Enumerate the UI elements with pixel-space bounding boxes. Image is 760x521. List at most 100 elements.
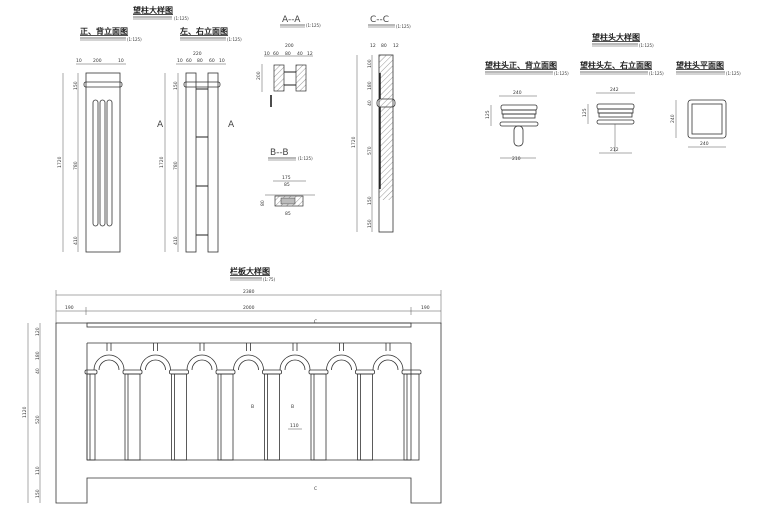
cap-plan-scale: (1:125)	[726, 71, 741, 76]
baluster-capital	[215, 369, 236, 375]
section-a-title: A--A	[282, 15, 301, 25]
section-mark-a-left: A	[157, 120, 164, 130]
dim-label: 10	[118, 58, 124, 64]
dim-label: 1720	[57, 156, 63, 168]
dim-label: 80	[260, 200, 266, 206]
cap-front-title: 望柱头正、背立面图	[485, 60, 557, 70]
section-a-a: A--A (1:125) 200 10 60 80 40 12 200	[256, 15, 321, 107]
dim-label: 200	[256, 71, 262, 80]
dim-label: 100	[367, 59, 373, 68]
dim-label: 570	[367, 146, 373, 155]
dim-label: 200	[93, 58, 102, 64]
column-front-elevation: 10 200 10 1720 150 780 410	[57, 58, 126, 253]
cap-plan: 240 240	[670, 99, 727, 148]
section-c-c: C--C (1:125) 12 80 12 1720 100 180 40 57…	[351, 15, 411, 233]
dim-left: 190	[65, 305, 74, 311]
dim-label: 12	[307, 51, 313, 57]
arch-inner	[145, 359, 166, 371]
section-b-scale: (1:125)	[298, 156, 313, 161]
column-detail-scale: (1:125)	[174, 16, 189, 21]
side-view-title: 左、右立面图	[179, 26, 228, 36]
dim-total: 2380	[243, 289, 255, 295]
section-mark-b-right: B	[291, 404, 294, 410]
arch-outer	[279, 354, 311, 371]
dim-label: 60	[186, 58, 192, 64]
arch-outer	[233, 354, 264, 371]
cap-detail: 望柱头大样图 (1:125) 望柱头正、背立面图 (1:125) 望柱头左、右立…	[485, 32, 741, 162]
baluster	[264, 373, 280, 461]
dim-label: 40	[367, 100, 373, 106]
section-c-title: C--C	[370, 15, 389, 25]
dim-label: 60	[273, 51, 279, 57]
dim-label: 150	[73, 81, 79, 90]
section-b-b: B--B (1:125) 175 85 80 85	[260, 148, 315, 217]
baluster-capital	[355, 369, 375, 375]
dim-label: 12	[370, 43, 376, 49]
dim-label: 40	[35, 368, 41, 374]
dim-height-total: 1120	[22, 406, 28, 418]
dim-label: 85	[285, 211, 291, 217]
dim-label: 410	[173, 236, 179, 245]
baluster	[86, 373, 96, 461]
arch-inner	[284, 359, 306, 371]
baluster	[357, 373, 373, 461]
dim-label: 220	[193, 51, 202, 57]
dim-label: 200	[285, 43, 294, 49]
column-detail-title-block: 望柱大样图 (1:125) 正、背立面图 (1:125) 左、右立面图 (1:1…	[80, 5, 242, 42]
dim-label: 12	[393, 43, 399, 49]
column-side-elevation: 220 10 60 80 60 10 1720 150 780 410 A A	[157, 51, 235, 253]
dim-label: 80	[381, 43, 387, 49]
cap-side-title: 望柱头左、右立面图	[580, 60, 652, 70]
dim-label: 10	[219, 58, 225, 64]
section-mark-c-bottom: C	[314, 486, 317, 492]
panel-detail: 栏板大样图 (1:75) 2380 190 2000 190 C C B B 1…	[22, 266, 442, 504]
section-a-scale: (1:125)	[306, 23, 321, 28]
arch-inner	[331, 359, 352, 371]
arch-outer	[372, 354, 404, 371]
dim-label: 10	[264, 51, 270, 57]
section-c-scale: (1:125)	[396, 24, 411, 29]
arch-outer	[326, 354, 357, 371]
panel-detail-title: 栏板大样图	[230, 266, 270, 276]
dim-label: 120	[35, 327, 41, 336]
dim-baluster-gap: 110	[290, 423, 299, 429]
section-b-title: B--B	[270, 148, 289, 158]
arch-outer	[93, 354, 125, 371]
dim-label: 780	[173, 161, 179, 170]
baluster	[124, 373, 141, 461]
baluster-capital	[262, 369, 282, 375]
arch-outer	[140, 354, 171, 371]
dim-label: 10	[76, 58, 82, 64]
dim-label: 150	[367, 196, 373, 205]
section-mark-a-right: A	[228, 120, 235, 130]
dim-label: 125	[582, 108, 588, 117]
front-view-scale: (1:125)	[127, 37, 142, 42]
side-view-scale: (1:125)	[227, 37, 242, 42]
dim-label: 85	[284, 182, 290, 188]
dim-label: 40	[297, 51, 303, 57]
dim-label: 242	[610, 87, 619, 93]
dim-label: 80	[285, 51, 291, 57]
dim-label: 110	[35, 466, 41, 475]
dim-label: 240	[700, 141, 709, 147]
dim-label: 180	[367, 81, 373, 90]
arch-inner	[238, 359, 259, 371]
baluster	[171, 373, 187, 461]
cap-front-elevation: 240 125 210	[485, 90, 539, 162]
dim-label: 240	[513, 90, 522, 96]
section-mark-c-top: C	[314, 319, 317, 325]
arch-outer	[186, 354, 218, 371]
dim-label: 212	[610, 147, 619, 153]
dim-label: 410	[73, 236, 79, 245]
section-mark-b-left: B	[251, 404, 254, 410]
dim-label: 240	[670, 114, 676, 123]
dim-label: 1720	[351, 136, 357, 148]
dim-label: 10	[177, 58, 183, 64]
baluster-capital	[308, 369, 329, 375]
dim-label: 180	[35, 351, 41, 360]
cap-plan-title: 望柱头平面图	[676, 60, 724, 70]
dim-label: 80	[197, 58, 203, 64]
arch-inner	[98, 359, 120, 371]
dim-label: 150	[35, 489, 41, 498]
